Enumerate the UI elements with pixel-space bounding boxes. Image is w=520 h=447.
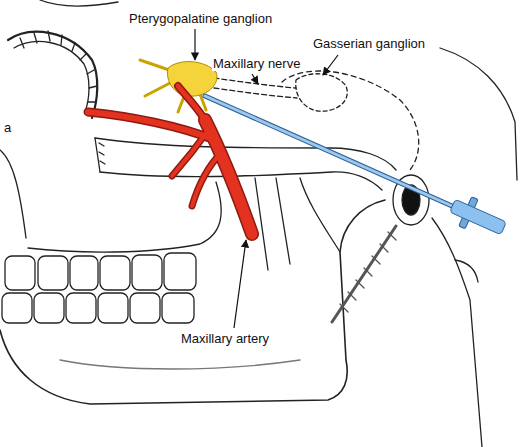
cranium-outline: [440, 48, 517, 180]
anatomy-label: a: [3, 120, 12, 135]
cranial-fossa: [282, 71, 419, 170]
tooth: [38, 256, 68, 290]
tooth: [132, 255, 162, 290]
artery-branch: [88, 112, 215, 140]
tooth: [100, 256, 130, 290]
bone-hatching: [95, 138, 105, 172]
zygomatic-arch: [95, 138, 396, 170]
artery-branch: [192, 152, 222, 206]
mandible-outline: [0, 200, 385, 404]
needle-outline: [205, 96, 452, 206]
orbit-rim: [14, 41, 89, 112]
orbit-hatching: [20, 31, 97, 102]
artery-branch: [178, 86, 205, 120]
leader-arrow: [252, 74, 258, 84]
maxillary-nerve: [214, 88, 297, 98]
leader-arrow: [234, 240, 246, 328]
mandible-contour: [60, 360, 300, 369]
anatomy-label: Maxillary artery: [180, 331, 270, 346]
needle-hub: [450, 199, 507, 235]
anatomy-label: Gasserian ganglion: [312, 36, 426, 51]
artery-outline: [172, 128, 210, 176]
styloid-process: [332, 226, 396, 322]
tooth: [2, 293, 32, 323]
maxilla-outline: [0, 150, 26, 238]
leader-arrow: [323, 55, 338, 75]
orbit-rim: [8, 32, 97, 118]
anatomy-label: Maxillary nerve: [212, 56, 301, 71]
needle-shaft: [205, 96, 452, 206]
tooth: [98, 293, 128, 323]
pterygopalatine-ganglion: [167, 62, 216, 97]
leader-arrow: [194, 29, 195, 60]
cranium-outline: [40, 0, 118, 6]
mastoid-outline: [455, 260, 478, 282]
artery-outline: [88, 112, 215, 140]
tooth: [130, 293, 160, 323]
tooth: [5, 256, 35, 290]
tooth: [66, 293, 96, 323]
mastoid-outline: [432, 218, 482, 447]
tooth: [164, 253, 196, 290]
artery-outline: [178, 86, 205, 120]
artery-branch: [172, 128, 210, 176]
coronoid-process: [300, 178, 340, 252]
tooth: [34, 293, 64, 323]
gasserian-ganglion: [296, 74, 348, 111]
styloid-hatching: [340, 232, 396, 312]
maxilla-outline: [28, 182, 221, 252]
pterygoid-plate: [255, 178, 290, 270]
tooth: [70, 256, 98, 290]
anatomy-label: Pterygopalatine ganglion: [128, 11, 273, 26]
tooth: [162, 293, 194, 323]
